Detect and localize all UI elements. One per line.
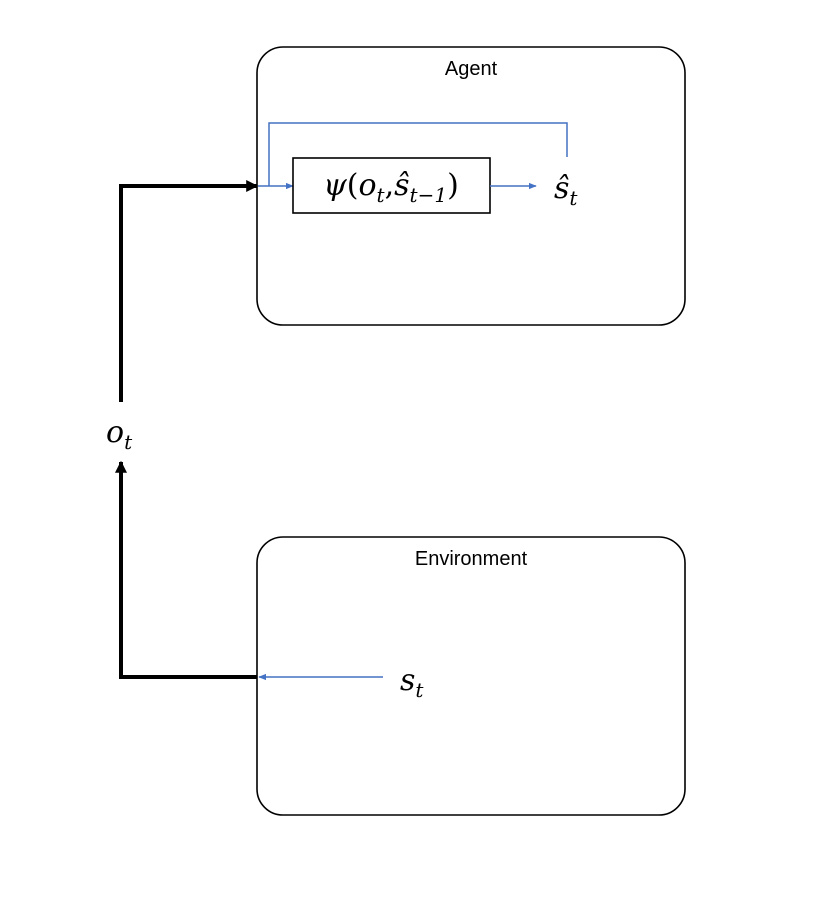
environment-title: Environment <box>415 548 528 570</box>
state-label: st <box>400 663 424 702</box>
psi-function-label: ψ(ot,ŝt−1) <box>323 168 459 207</box>
environment-box <box>256 536 686 816</box>
observation-lower-arrow <box>115 460 257 679</box>
observation-upper-arrow <box>119 180 259 402</box>
state-estimate-label: ŝt <box>554 171 578 210</box>
observation-label: ot <box>106 415 133 454</box>
psi-function-box <box>292 157 491 214</box>
feedback-loop-line <box>268 122 568 186</box>
agent-title: Agent <box>445 58 498 80</box>
